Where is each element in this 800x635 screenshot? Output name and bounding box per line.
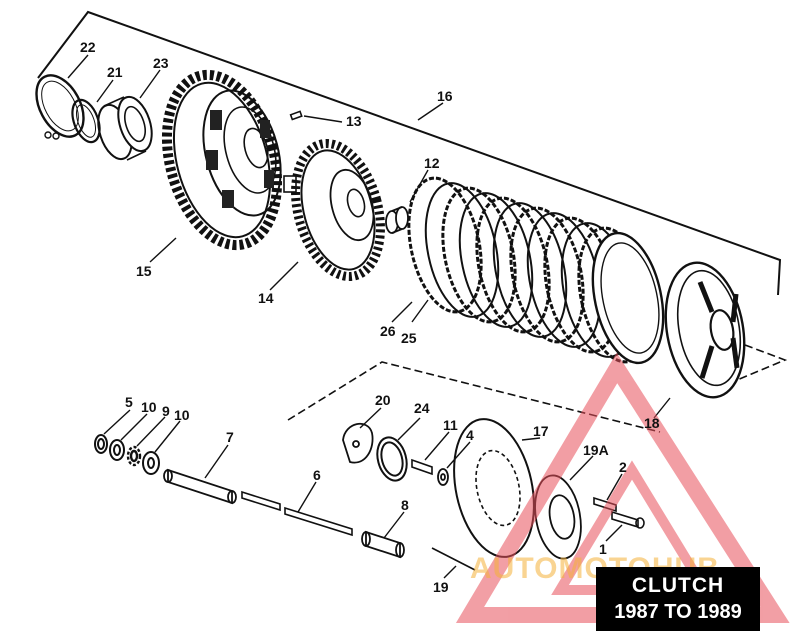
- callout-22: 22: [80, 39, 96, 55]
- part-9-lockwasher: [126, 445, 142, 467]
- upper-assembly-bracket: [37, 10, 782, 296]
- callout-19a: 19A: [583, 442, 609, 458]
- callout-26: 26: [380, 323, 396, 339]
- callout-20: 20: [375, 392, 391, 408]
- callout-6: 6: [313, 467, 321, 483]
- callout-labels: 22 21 23 16 13 12 15 14 26 25 18 5 10 9 …: [80, 39, 660, 595]
- callout-9: 9: [162, 403, 170, 419]
- part-10-washer-right: [142, 451, 160, 475]
- lower-assembly-bracket-right: [724, 344, 788, 386]
- part-12-bushing: [385, 206, 409, 234]
- lower-assembly-bracket: [287, 361, 661, 433]
- callout-11: 11: [443, 417, 458, 433]
- callout-2: 2: [619, 459, 627, 475]
- callout-24: 24: [414, 400, 430, 416]
- callout-15: 15: [136, 263, 152, 279]
- part-18-pressure-plate: [664, 261, 746, 399]
- callout-1: 1: [599, 541, 607, 557]
- part-19a-release-plate: [534, 474, 582, 560]
- callout-4: 4: [466, 427, 474, 443]
- callout-8: 8: [401, 497, 409, 513]
- part-17-spring-plate: [453, 418, 535, 558]
- part-20-plate: [342, 422, 374, 464]
- part-23-bearing: [97, 95, 153, 161]
- callout-25: 25: [401, 330, 417, 346]
- callout-18: 18: [644, 415, 660, 431]
- callout-13: 13: [346, 113, 362, 129]
- part-8-rod-end: [361, 530, 405, 559]
- callout-21: 21: [107, 64, 123, 80]
- title-line-2: 1987 TO 1989: [614, 601, 742, 623]
- part-25-26-clutch-plate-stack: [407, 176, 665, 365]
- callout-7: 7: [226, 429, 234, 445]
- part-13-key: [289, 110, 303, 121]
- part-10-washer-left: [109, 439, 125, 461]
- lower-bracket-bottom: [431, 547, 476, 571]
- callout-14: 14: [258, 290, 274, 306]
- part-24-retaining-ring: [376, 436, 408, 482]
- callout-10b: 10: [174, 407, 190, 423]
- callout-19: 19: [433, 579, 449, 595]
- callout-17: 17: [533, 423, 549, 439]
- callout-10a: 10: [141, 399, 157, 415]
- callout-16: 16: [437, 88, 453, 104]
- leader-lines: [67, 54, 671, 579]
- part-14-clutch-hub: [283, 139, 385, 281]
- title-plate: CLUTCH 1987 TO 1989: [596, 567, 760, 631]
- part-5-nut: [94, 434, 108, 454]
- part-7-adjusting-screw: [163, 468, 237, 505]
- part-4-nut: [437, 468, 449, 486]
- part-11-pin: [411, 458, 433, 476]
- part-22-retaining-ring: [35, 74, 85, 140]
- part-6-release-rod: [241, 490, 353, 537]
- callout-12: 12: [424, 155, 440, 171]
- title-line-1: CLUTCH: [631, 574, 725, 597]
- callout-23: 23: [153, 55, 169, 71]
- part-15-clutch-shell: [161, 69, 283, 251]
- part-21-snap-ring: [71, 98, 101, 144]
- callout-5: 5: [125, 394, 133, 410]
- part-1-screw: [611, 510, 645, 529]
